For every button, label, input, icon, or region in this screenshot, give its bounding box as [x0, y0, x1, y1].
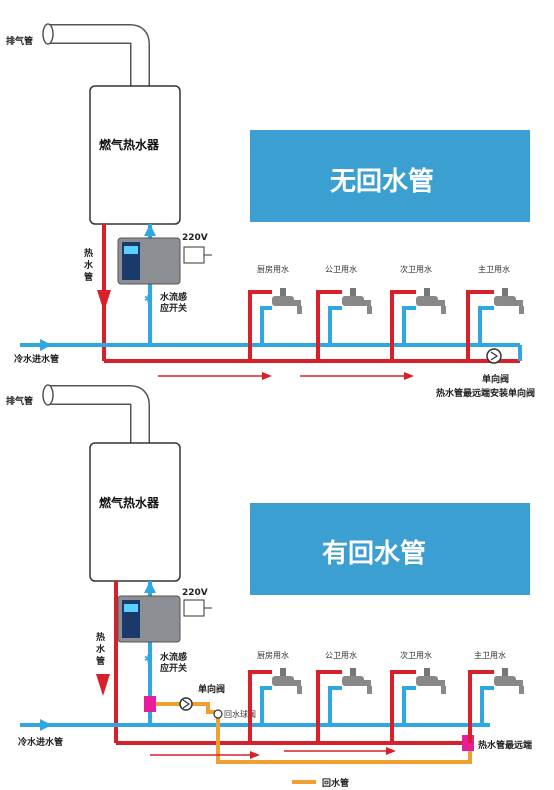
bottom-cold-in-arrow — [40, 719, 52, 731]
bottom-return-pipe — [150, 702, 472, 764]
top-hot-pipe-char: 热 — [84, 247, 93, 259]
bottom-exhaust-label: 排气管 — [6, 395, 33, 407]
bottom-cold-inlet-label: 冷水进水管 — [18, 736, 63, 748]
bottom-faucet-public: 公卫用水 — [316, 650, 372, 743]
bottom-check-valve-label: 单向阀 — [198, 683, 225, 695]
top-faucet-public-label: 公卫用水 — [325, 264, 357, 274]
bottom-cold-up-arrow — [144, 581, 156, 593]
bottom-connector-left — [144, 696, 156, 712]
top-flow-sensor-icon: ✱ — [144, 294, 152, 305]
top-power-socket — [183, 246, 205, 264]
top-heater — [89, 85, 181, 225]
top-faucet-public: 公卫用水 — [316, 264, 372, 361]
top-flow-switch-label: 水流感 应开关 — [160, 291, 190, 314]
top-cold-up-arrow — [144, 224, 156, 236]
bottom-faucets: 厨房用水 公卫用水 次卫用水 — [248, 650, 524, 743]
bottom-heater-label: 燃气热水器 — [99, 495, 160, 510]
top-heater-label: 燃气热水器 — [99, 137, 160, 152]
bottom-heater — [89, 442, 181, 582]
bottom-ball-valve-label: 回水球阀 — [224, 709, 256, 719]
bottom-faucet-second: 次卫用水 — [390, 650, 446, 743]
watermark: 搜狐号@供暖专家 — [414, 763, 534, 781]
bottom-faucet-master: 主卫用水 — [468, 650, 524, 743]
bottom-faucet-public-label: 公卫用水 — [325, 650, 357, 660]
top-faucet-master-label: 主卫用水 — [478, 264, 510, 274]
bottom-faucet-second-label: 次卫用水 — [400, 650, 432, 660]
top-diagram: 排气管 燃气热水器 无回水管 热 水 管 冷水进水管 220V 水流感 — [6, 23, 535, 399]
top-cold-inlet-label: 冷水进水管 — [14, 353, 59, 365]
top-banner-title: 无回水管 — [330, 167, 434, 197]
bottom-flow-switch-label: 水流感 应开关 — [160, 651, 190, 674]
top-cold-in-arrow — [40, 339, 52, 351]
top-exhaust-label: 排气管 — [6, 35, 33, 47]
bottom-hot-pipe-label: 热 水 管 — [96, 631, 108, 667]
bottom-hot-down-arrow — [96, 674, 110, 696]
bottom-flow-sensor-icon: ✱ — [144, 654, 152, 665]
top-faucet-kitchen: 厨房用水 — [248, 264, 302, 361]
top-check-valve-icon — [486, 348, 502, 364]
top-hot-down-arrow — [97, 290, 111, 312]
bottom-power-socket — [183, 599, 205, 617]
bottom-voltage-label: 220V — [182, 588, 208, 598]
bottom-faucet-master-label: 主卫用水 — [474, 650, 506, 660]
top-faucet-second: 次卫用水 — [390, 264, 446, 361]
top-faucet-second-label: 次卫用水 — [400, 264, 432, 274]
bottom-faucet-kitchen: 厨房用水 — [248, 650, 302, 743]
bottom-far-end-label: 热水管最远端 — [478, 739, 532, 751]
top-faucet-kitchen-label: 厨房用水 — [257, 264, 289, 274]
bottom-banner — [250, 503, 530, 595]
return-legend-label: 回水管 — [322, 777, 349, 789]
bottom-banner-title: 有回水管 — [322, 539, 426, 569]
bottom-diagram: 排气管 燃气热水器 有回水管 热 水 管 冷水进水管 220V 水流感 应开关 — [6, 384, 532, 789]
top-hot-pipe-label: 热 水 管 — [84, 247, 96, 283]
top-faucets: 厨房用水 公卫用水 次卫用水 — [248, 264, 524, 361]
top-check-valve-label: 单向阀 — [482, 373, 509, 385]
top-voltage-label: 220V — [182, 233, 208, 243]
bottom-faucet-kitchen-label: 厨房用水 — [257, 650, 289, 660]
top-banner — [250, 130, 530, 222]
bottom-check-valve-icon — [179, 697, 193, 711]
top-faucet-master: 主卫用水 — [466, 264, 524, 361]
bottom-ball-valve-icon — [213, 709, 223, 719]
top-note-label: 热水管最远端安装单向阀 — [436, 387, 535, 399]
